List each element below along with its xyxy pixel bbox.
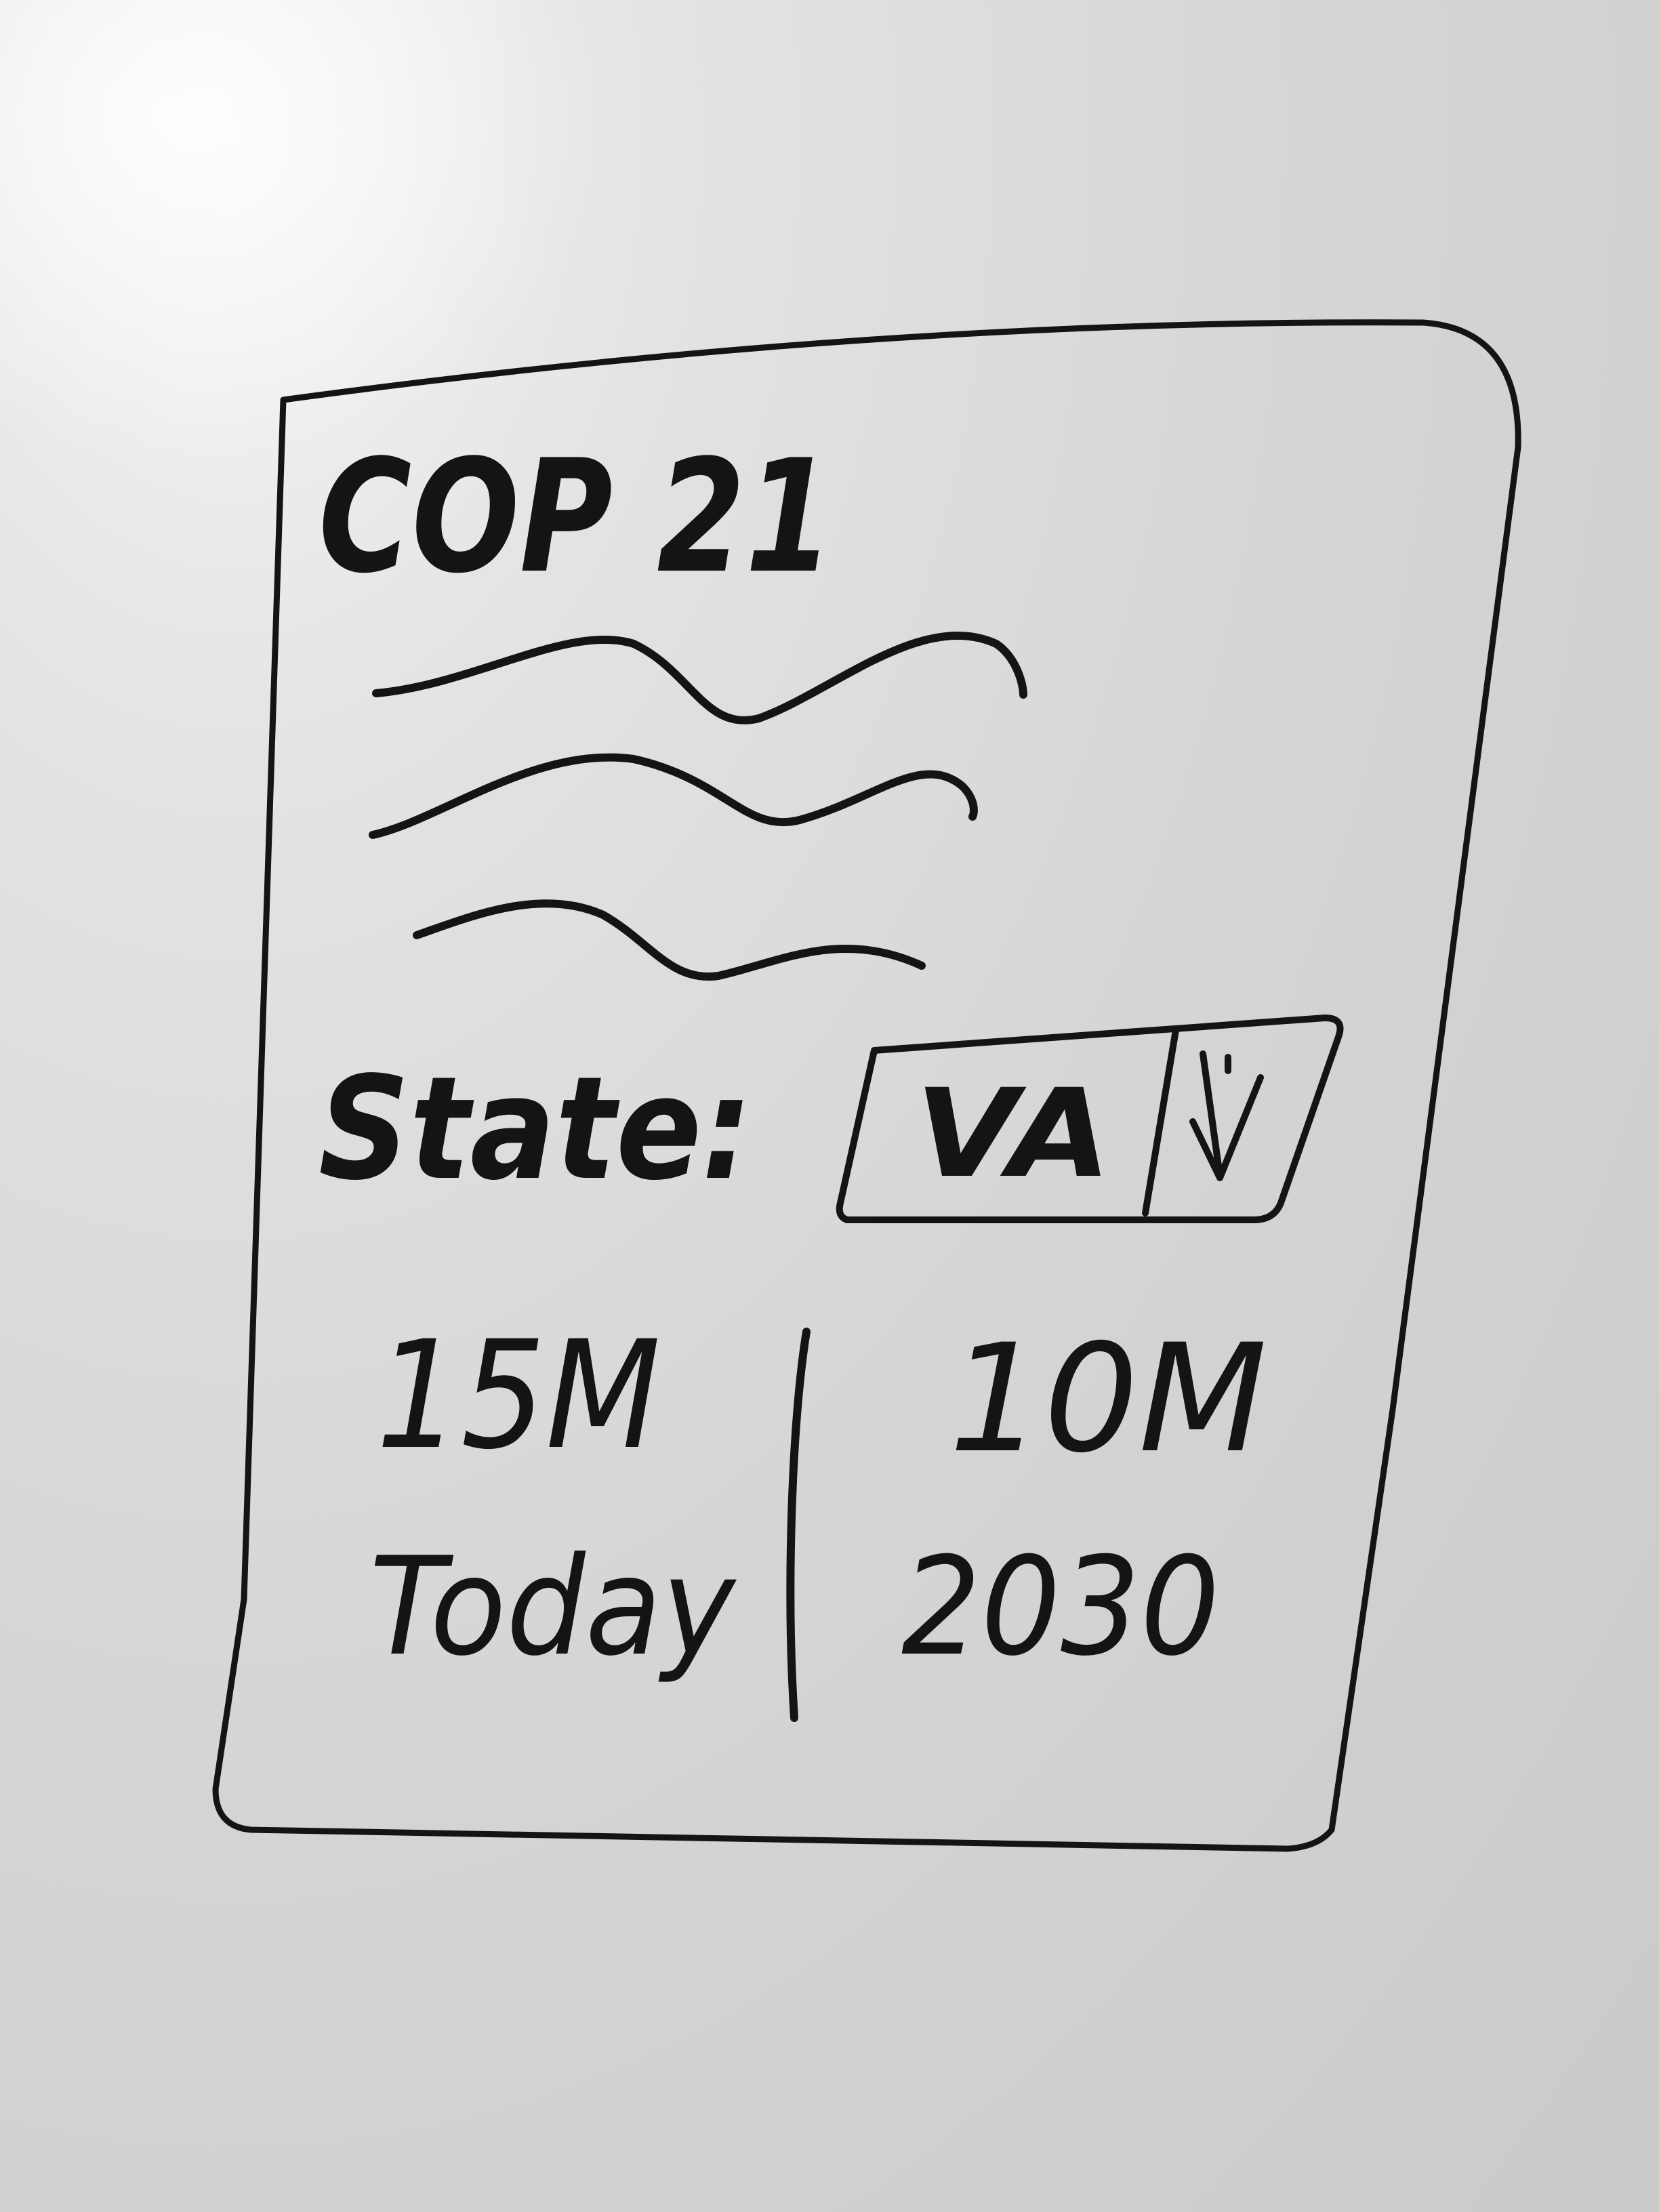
body-text-placeholder bbox=[369, 632, 1027, 981]
stat-today: 15M Today bbox=[369, 1309, 737, 1686]
stats-divider bbox=[786, 1328, 811, 1722]
stat-today-value: 15M bbox=[376, 1309, 661, 1482]
state-dropdown[interactable]: VA bbox=[836, 1015, 1344, 1223]
stat-2030-value: 10M bbox=[949, 1312, 1267, 1486]
state-dropdown-border bbox=[836, 1015, 1344, 1223]
card-title: COP 21 bbox=[319, 427, 834, 608]
body-line-2 bbox=[369, 753, 978, 839]
state-dropdown-divider bbox=[1142, 1027, 1179, 1216]
body-line-1 bbox=[372, 632, 1027, 724]
state-label: State: bbox=[319, 1046, 752, 1212]
stat-2030-caption: 2030 bbox=[901, 1528, 1220, 1686]
stat-2030: 10M 2030 bbox=[901, 1312, 1267, 1686]
card-outline bbox=[212, 319, 1521, 1852]
chevron-down-icon[interactable] bbox=[1189, 1050, 1264, 1181]
stat-today-caption: Today bbox=[369, 1528, 737, 1686]
state-dropdown-value: VA bbox=[915, 1063, 1111, 1205]
body-line-3 bbox=[413, 899, 926, 981]
